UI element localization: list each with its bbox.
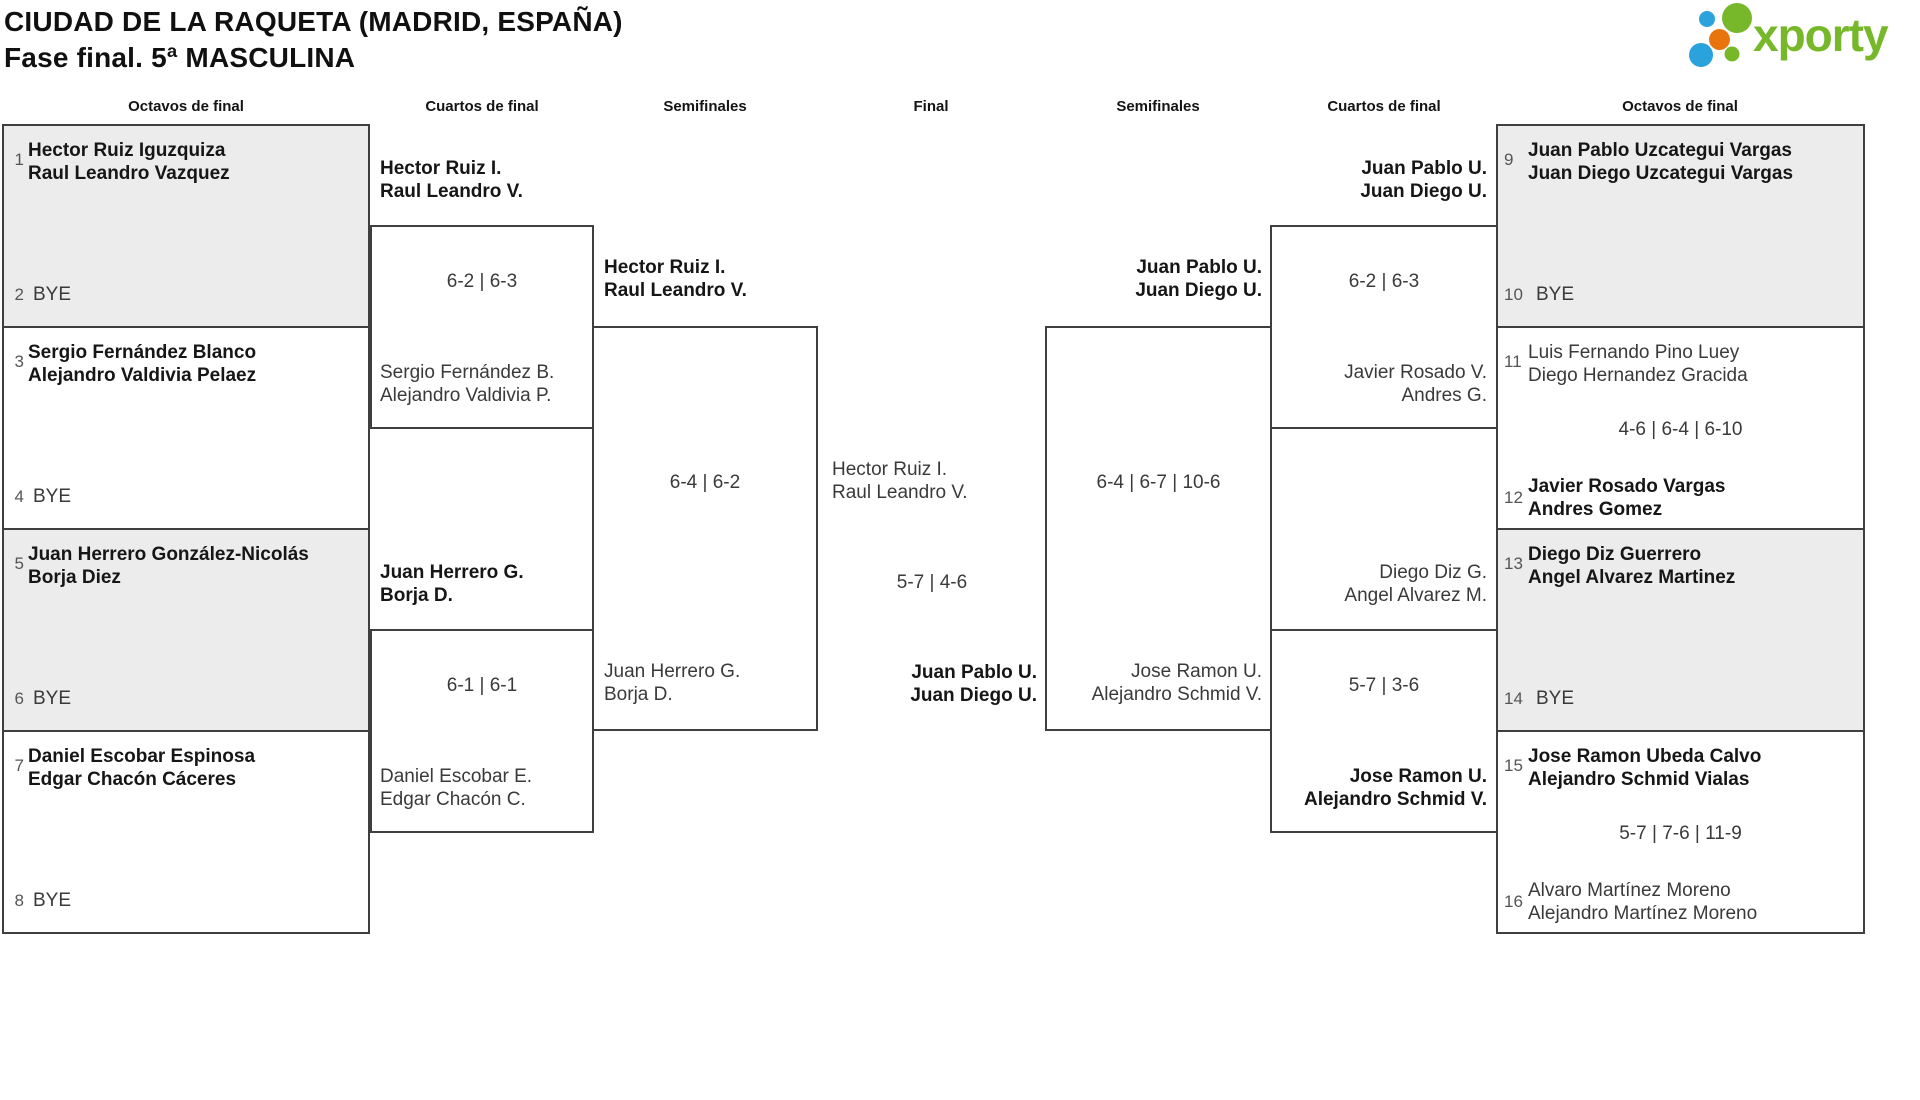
match-score: 5-7 | 7-6 | 11-9	[1619, 823, 1742, 844]
match-box-octavos-11-12	[1496, 326, 1865, 530]
bye-label: BYE	[1536, 688, 1575, 709]
round-header-right-semis: Semifinales	[1116, 98, 1200, 115]
seed-label: 13	[1504, 554, 1523, 573]
seed-label: 1	[14, 150, 24, 169]
team-name: Diego Diz G.Angel Alvarez M.	[1344, 562, 1487, 606]
bye-label: BYE	[33, 284, 72, 305]
seed-label: 11	[1504, 352, 1522, 371]
bye-label: BYE	[1536, 284, 1575, 305]
bye-label: BYE	[33, 890, 72, 911]
round-header-left-octavos: Octavos de final	[128, 98, 244, 115]
seed-label: 9	[1504, 150, 1514, 169]
match-box-octavos-9-10	[1496, 124, 1865, 328]
seed-label: 6	[14, 689, 24, 708]
seed-label: 16	[1504, 892, 1523, 911]
match-score: 6-2 | 6-3	[446, 271, 518, 292]
team-name: Hector Ruiz I.Raul Leandro V.	[832, 459, 968, 503]
team-name: Juan Herrero G.Borja D.	[380, 562, 524, 606]
match-box-octavos-15-16	[1496, 730, 1865, 934]
team-name: Juan Pablo U.Juan Diego U.	[1135, 257, 1262, 301]
seed-label: 14	[1504, 689, 1523, 708]
match-box-cuartos-right-2	[1270, 629, 1498, 833]
match-box-semi-right	[1045, 326, 1272, 731]
seed-label: 2	[14, 285, 24, 304]
round-header-right-octavos: Octavos de final	[1622, 98, 1738, 115]
team-name: Jose Ramon U.Alejandro Schmid V.	[1091, 661, 1262, 705]
team-name: Sergio Fernández B.Alejandro Valdivia P.	[380, 362, 555, 406]
team-name: Juan Pablo U.Juan Diego U.	[910, 662, 1037, 706]
seed-label: 4	[14, 487, 24, 506]
match-score: 6-4 | 6-2	[669, 472, 741, 493]
bye-label: BYE	[33, 688, 72, 709]
seed-label: 7	[14, 756, 24, 775]
match-box-cuartos-left-2	[370, 629, 594, 833]
match-box-octavos-7-8	[2, 730, 370, 934]
seed-label: 8	[14, 891, 24, 910]
seed-label: 15	[1504, 756, 1523, 775]
logo-wordmark: xporty	[1753, 9, 1889, 61]
seed-label: 10	[1504, 285, 1523, 304]
match-score: 5-7 | 4-6	[896, 572, 968, 593]
seed-label: 12	[1504, 488, 1523, 507]
seed-label: 3	[14, 352, 24, 371]
logo-dot-blue-large	[1689, 43, 1713, 67]
match-score: 6-4 | 6-7 | 10-6	[1096, 472, 1221, 493]
page-subtitle: Fase final. 5ª MASCULINA	[4, 42, 356, 73]
match-box-semi-left	[592, 326, 818, 731]
match-score: 4-6 | 6-4 | 6-10	[1618, 419, 1743, 440]
logo-dot-green-small	[1724, 46, 1740, 62]
match-box-octavos-1-2	[2, 124, 370, 328]
match-score: 6-2 | 6-3	[1348, 271, 1420, 292]
team-name: Hector Ruiz I.Raul Leandro V.	[380, 158, 523, 202]
team-name: Jose Ramon U.Alejandro Schmid V.	[1303, 766, 1487, 810]
match-score: 6-1 | 6-1	[446, 675, 518, 696]
team-name: Javier Rosado V.Andres G.	[1344, 362, 1487, 406]
round-header-right-cuartos: Cuartos de final	[1327, 98, 1441, 115]
logo-dot-orange	[1709, 29, 1730, 50]
logo-dot-blue-small	[1699, 11, 1715, 27]
seed-label: 5	[14, 554, 24, 573]
team-name: Daniel Escobar E.Edgar Chacón C.	[380, 766, 533, 810]
xporty-logo-dots	[1689, 3, 1752, 67]
match-box-octavos-3-4	[2, 326, 370, 530]
team-name: Juan Pablo U.Juan Diego U.	[1360, 158, 1487, 202]
page-title: CIUDAD DE LA RAQUETA (MADRID, ESPAÑA)	[4, 6, 623, 37]
round-header-left-semis: Semifinales	[663, 98, 747, 115]
team-name: Juan Herrero G.Borja D.	[604, 661, 741, 705]
match-box-cuartos-left-1	[370, 225, 594, 429]
bye-label: BYE	[33, 486, 72, 507]
team-name: Hector Ruiz I.Raul Leandro V.	[604, 257, 747, 301]
round-header-final: Final	[913, 98, 949, 115]
match-box-cuartos-right-1	[1270, 225, 1498, 429]
match-score: 5-7 | 3-6	[1348, 675, 1420, 696]
logo-dot-green-large	[1722, 3, 1752, 33]
round-header-left-cuartos: Cuartos de final	[425, 98, 539, 115]
